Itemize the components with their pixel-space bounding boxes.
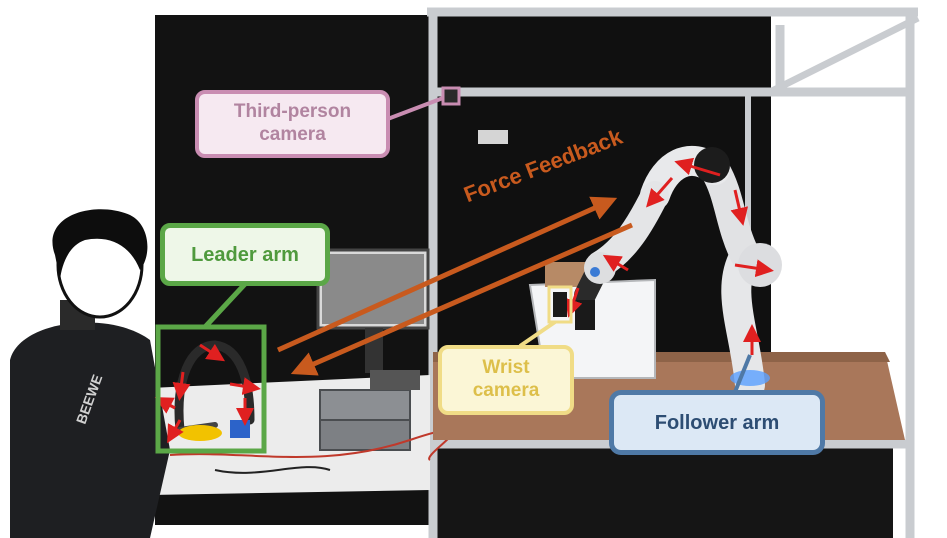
follower-connector xyxy=(733,354,752,393)
wrist-camera-label: Wrist camera xyxy=(438,345,574,415)
operator-person: BEEWE xyxy=(10,209,170,538)
leader-motion-arrows xyxy=(154,343,261,444)
wrist-camera-label-line2: camera xyxy=(472,380,540,401)
black-lower-panel xyxy=(433,440,893,538)
third-person-camera-label-line1: Third-person xyxy=(233,101,352,123)
wrist-camera-highlight xyxy=(547,285,573,324)
monitor xyxy=(316,248,430,373)
cable-black xyxy=(214,466,331,474)
cable-red xyxy=(169,428,455,461)
follower-arm-label: Follower arm xyxy=(609,390,825,455)
follower-arm-label-text: Follower arm xyxy=(654,411,780,434)
leader-arm-label-text: Leader arm xyxy=(191,243,299,266)
leader-connector xyxy=(203,282,247,329)
aluminium-frame xyxy=(427,7,920,538)
wrist-camera-connector xyxy=(518,320,557,348)
leader-arm-highlight xyxy=(155,324,267,454)
leader-arm-label: Leader arm xyxy=(160,223,330,286)
wrist-camera-label-line1: Wrist xyxy=(482,357,530,379)
force-feedback-arrows xyxy=(276,196,634,376)
third-person-camera-highlight xyxy=(441,86,461,106)
hair xyxy=(52,209,148,280)
third-person-camera-label-line2: camera xyxy=(259,124,326,145)
camera-device xyxy=(478,130,508,144)
third-person-camera-label: Third-person camera xyxy=(195,90,390,158)
third-camera-connector xyxy=(384,96,444,122)
